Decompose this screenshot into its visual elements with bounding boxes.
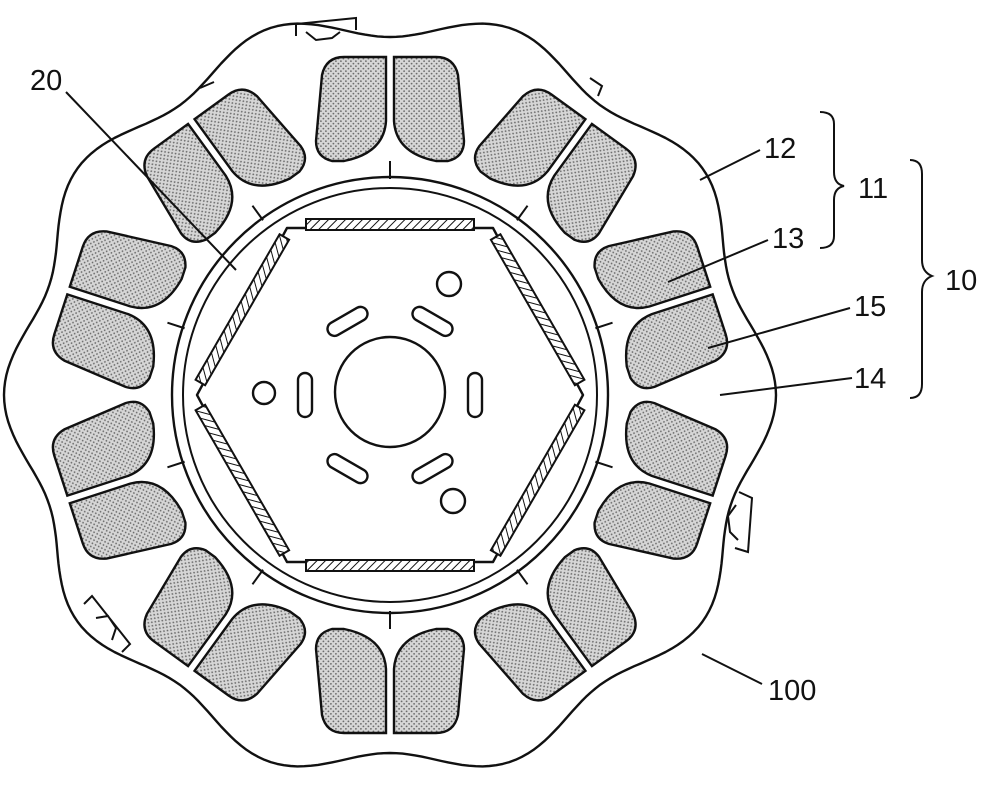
tooth-tip	[595, 460, 613, 469]
magnet	[194, 403, 291, 558]
coil-half	[473, 603, 588, 702]
coil-half	[68, 230, 187, 310]
coil-half	[143, 122, 234, 243]
coil-half	[143, 547, 234, 668]
coil-half	[192, 88, 307, 187]
rotor-vent-slots	[296, 305, 484, 485]
magnet	[305, 559, 475, 572]
coil-half	[392, 627, 466, 735]
rotor-core	[195, 226, 585, 564]
rotor	[194, 218, 586, 572]
vent-slot	[296, 371, 314, 419]
coil-half	[51, 292, 156, 390]
coil-half	[546, 122, 637, 243]
tooth-tip	[516, 205, 529, 221]
vent-slot	[411, 452, 454, 485]
tooth-tip	[595, 321, 613, 330]
rivet-hole	[251, 380, 277, 406]
label-insulator: 14	[854, 363, 886, 395]
tooth-tip	[516, 569, 529, 585]
mounting-notches	[83, 16, 754, 653]
coil-pair	[143, 88, 307, 243]
vent-slot	[466, 371, 484, 419]
coil-half	[392, 55, 466, 163]
air-gap-ring	[182, 187, 598, 603]
coil-half	[473, 88, 588, 187]
magnet	[194, 232, 291, 387]
vent-slot	[411, 305, 454, 338]
coil-half	[624, 400, 729, 498]
stator-outer-outline	[2, 22, 778, 768]
coil-pair	[143, 547, 307, 702]
label-yoke: 12	[764, 133, 796, 165]
tooth-tip	[251, 205, 264, 221]
magnet	[305, 218, 475, 231]
coil-pair	[473, 88, 637, 243]
coil-pair	[314, 611, 466, 735]
magnet	[489, 232, 586, 387]
label-rotor: 20	[30, 65, 62, 97]
magnet	[489, 403, 586, 558]
stator-bore-outer	[170, 175, 610, 615]
shaft-hole	[333, 335, 447, 449]
rotor-magnets	[194, 218, 586, 572]
label-winding: 15	[854, 291, 886, 323]
label-stator-core: 11	[858, 173, 888, 205]
reference-labels: 20 12 11 13 10 15 14 100	[30, 65, 977, 707]
coil-half	[51, 400, 156, 498]
label-tooth: 13	[772, 223, 804, 255]
coil-pair	[593, 230, 729, 390]
coil-half	[593, 230, 712, 310]
coil-half	[68, 480, 187, 560]
tooth-tip	[251, 569, 264, 585]
stator-coils	[51, 55, 729, 735]
label-stator: 10	[945, 265, 977, 297]
coil-half	[314, 627, 388, 735]
vent-slot	[326, 452, 369, 485]
rivet-hole	[435, 270, 463, 298]
coil-half	[546, 547, 637, 668]
coil-half	[192, 603, 307, 702]
coil-pair	[473, 547, 637, 702]
coil-pair	[51, 230, 187, 390]
coil-pair	[593, 400, 729, 560]
rivet-hole	[439, 487, 467, 515]
coil-half	[624, 292, 729, 390]
tooth-tip	[167, 321, 185, 330]
label-motor: 100	[768, 675, 816, 707]
tooth-tip	[167, 460, 185, 469]
coil-pair	[314, 55, 466, 179]
leader-lines	[65, 91, 935, 685]
coil-half	[314, 55, 388, 163]
coil-pair	[51, 400, 187, 560]
coil-half	[593, 480, 712, 560]
vent-slot	[326, 305, 369, 338]
